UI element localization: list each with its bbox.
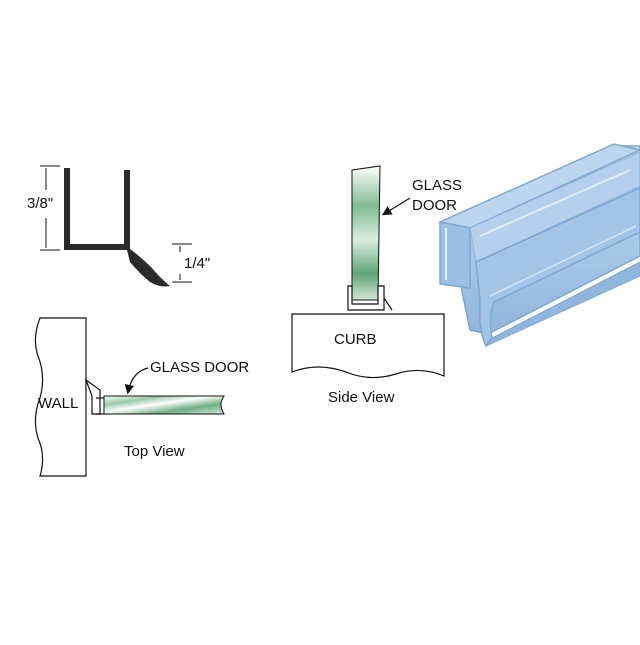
side-view-caption: Side View bbox=[328, 389, 395, 406]
top-view: WALL GLASS DOOR Top View bbox=[34, 317, 249, 477]
side-view: CURB GLASS DOOR Side View bbox=[291, 165, 462, 406]
vinyl-seal-product bbox=[437, 143, 640, 348]
dim-height-label: 3/8" bbox=[27, 195, 53, 212]
glass-door-side-label-1: GLASS bbox=[412, 177, 462, 194]
curb-label: CURB bbox=[334, 331, 377, 348]
dimension-height: 3/8" bbox=[27, 165, 60, 251]
top-view-caption: Top View bbox=[124, 443, 185, 460]
glass-door-top-label: GLASS DOOR bbox=[150, 359, 249, 376]
arrow-icon bbox=[381, 197, 411, 216]
dim-lip-label: 1/4" bbox=[184, 255, 210, 272]
curb-shape bbox=[291, 313, 445, 379]
arrow-icon bbox=[124, 367, 149, 395]
wall-label: WALL bbox=[38, 395, 78, 412]
glass-door-side-label-2: DOOR bbox=[412, 197, 457, 214]
wall-shape bbox=[34, 317, 87, 477]
dimension-lip: 1/4" bbox=[172, 243, 210, 283]
profile-cross-section bbox=[64, 168, 170, 287]
glass-door-side bbox=[351, 165, 381, 301]
glass-door-top bbox=[103, 395, 225, 415]
